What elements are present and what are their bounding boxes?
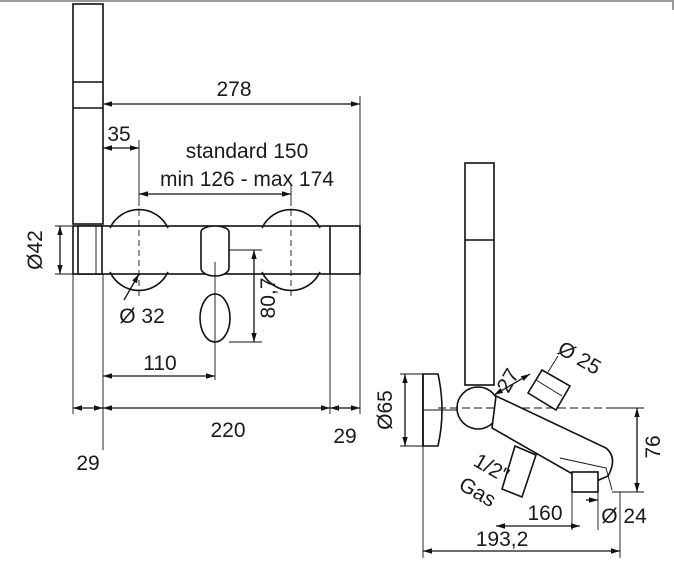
dim-193-2: 193,2 (422, 446, 621, 558)
dim-range-label: min 126 - max 174 (160, 168, 334, 191)
dim-standard-range: standard 150 min 126 - max 174 (139, 140, 334, 200)
side-hand-shower (464, 162, 495, 386)
side-thread (501, 444, 537, 499)
side-view: Ø65 27 Ø 25 76 1/2" Gas (374, 162, 665, 558)
front-view: 278 35 standard 150 min 126 - max 174 Ø (24, 3, 361, 475)
dim-spout-offset-label: 110 (143, 352, 176, 375)
dim-left-end-label: 29 (76, 452, 99, 475)
dim-connector-label: Ø 25 (554, 337, 605, 380)
dim-110: 110 (103, 352, 215, 379)
dim-27: 27 (493, 365, 531, 397)
dim-diameter-25: Ø 25 (547, 337, 605, 380)
dim-diameter-body-label: Ø42 (24, 230, 47, 270)
dim-rose-label: Ø65 (374, 390, 397, 430)
dim-outlet-label: Ø 24 (601, 505, 647, 528)
dim-160: 160 (496, 502, 580, 529)
knob-left (109, 200, 169, 300)
dim-220: 220 (103, 405, 330, 442)
side-connector (526, 368, 572, 412)
dim-connector-len-label: 27 (493, 365, 525, 397)
dim-diameter-24: Ø 24 (571, 492, 647, 530)
frame-border-right (672, 0, 674, 10)
ball-joint (438, 386, 640, 430)
wall-rose (422, 373, 470, 447)
dim-height-label: 76 (642, 435, 665, 458)
dim-bottom-span-label: 220 (210, 419, 245, 442)
knob-right (261, 200, 321, 300)
dim-29-right: 29 (330, 405, 360, 448)
spout (199, 225, 231, 380)
dim-29-left: 29 (73, 405, 103, 475)
dim-left-offset-label: 35 (107, 123, 130, 146)
side-spout (491, 394, 614, 493)
dim-standard-label: standard 150 (186, 140, 309, 163)
dim-35: 35 (103, 123, 140, 200)
dim-278: 278 (103, 78, 361, 226)
dim-diameter-knob-label: Ø 32 (119, 305, 165, 328)
dim-total-depth-label: 193,2 (476, 528, 529, 551)
dim-overall-width-label: 278 (216, 78, 251, 101)
dim-diameter-65: Ø65 (374, 373, 423, 447)
dim-thread: 1/2" Gas (455, 449, 513, 512)
dim-76: 76 (612, 407, 665, 493)
dim-80-7: 80,7 (229, 249, 280, 343)
dim-diameter-42: Ø42 (24, 225, 73, 275)
dim-spout-height-label: 80,7 (257, 278, 280, 319)
dim-spout-len-label: 160 (527, 502, 562, 525)
dim-right-end-label: 29 (333, 425, 356, 448)
hand-shower (72, 3, 104, 225)
frame-border-top (0, 0, 674, 2)
dim-diameter-32: Ø 32 (119, 273, 165, 328)
